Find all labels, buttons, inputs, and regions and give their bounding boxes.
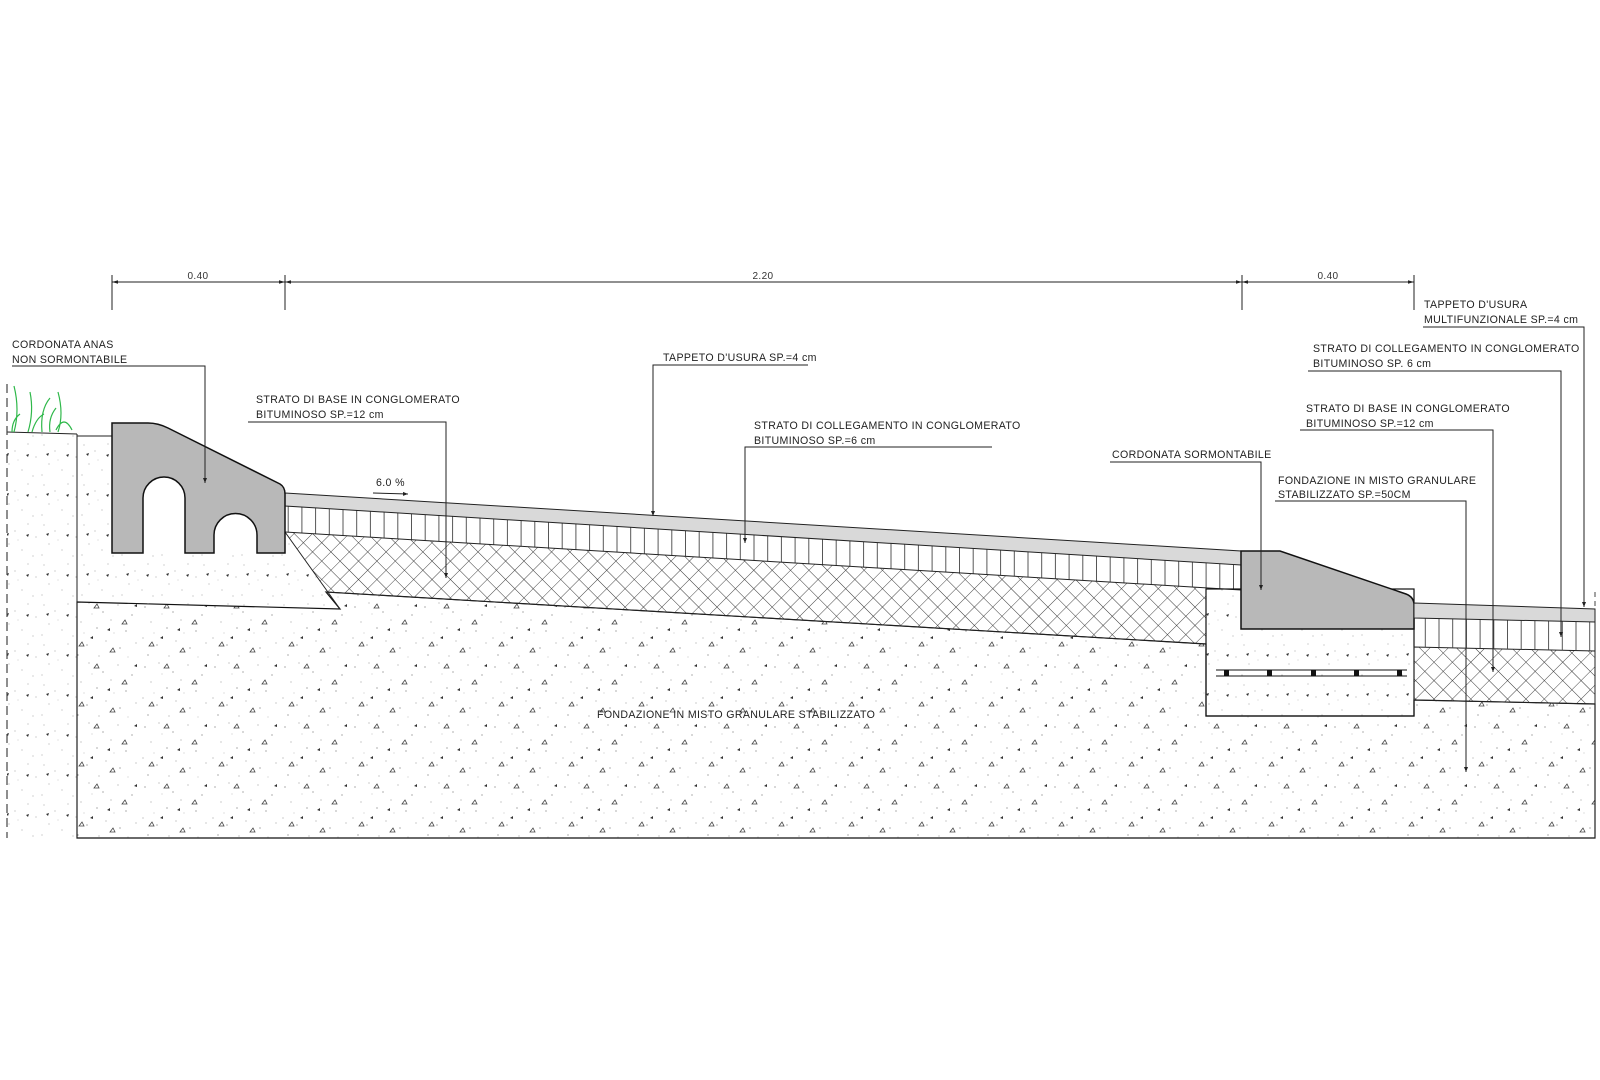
label-binder-layer: STRATO DI COLLEGAMENTO IN CONGLOMERATO bbox=[754, 420, 1021, 432]
callout-wearing-mid: TAPPETO D'USURA SP.=4 cm bbox=[651, 352, 817, 516]
curb-mountable bbox=[1240, 550, 1415, 630]
binder-layer-right bbox=[1414, 618, 1595, 651]
label-foundation-thickness: STABILIZZATO SP.=50CM bbox=[1278, 489, 1411, 501]
slope-label: 6.0 % bbox=[376, 477, 405, 489]
dimension-chain: 0.40 2.20 0.40 bbox=[111, 271, 1415, 310]
grass-icon bbox=[11, 385, 73, 433]
dimension-center: 2.20 bbox=[752, 271, 773, 282]
callout-base-right: STRATO DI BASE IN CONGLOMERATO BITUMINOS… bbox=[1300, 403, 1510, 672]
callout-foundation-right: FONDAZIONE IN MISTO GRANULARE STABILIZZA… bbox=[1275, 475, 1476, 772]
label-wearing-course: TAPPETO D'USURA SP.=4 cm bbox=[663, 352, 817, 364]
label-foundation: FONDAZIONE IN MISTO GRANULARE STABILIZZA… bbox=[597, 709, 875, 721]
label-base-right-thickness: BITUMINOSO SP.=12 cm bbox=[1306, 418, 1434, 430]
slope-arrow-icon bbox=[372, 491, 409, 496]
curb-anas-non-mountable bbox=[111, 422, 286, 554]
label-base-right: STRATO DI BASE IN CONGLOMERATO bbox=[1306, 403, 1510, 415]
label-base-layer: STRATO DI BASE IN CONGLOMERATO bbox=[256, 394, 460, 406]
binder-layer bbox=[285, 506, 1241, 590]
label-wearing-right: TAPPETO D'USURA bbox=[1424, 299, 1528, 311]
callout-curb-anas: CORDONATA ANAS NON SORMONTABILE bbox=[12, 339, 207, 483]
callout-binder-mid: STRATO DI COLLEGAMENTO IN CONGLOMERATO B… bbox=[743, 420, 1021, 543]
label-foundation-right: FONDAZIONE IN MISTO GRANULARE bbox=[1278, 475, 1476, 487]
label-non-mountable: NON SORMONTABILE bbox=[12, 354, 127, 366]
label-wearing-right-thickness: MULTIFUNZIONALE SP.=4 cm bbox=[1424, 314, 1578, 326]
base-layer-right bbox=[1413, 646, 1596, 705]
label-binder-thickness: BITUMINOSO SP.=6 cm bbox=[754, 435, 876, 447]
base-layer-bituminous bbox=[285, 532, 1206, 644]
embankment-soil bbox=[7, 432, 77, 838]
callout-base-left: STRATO DI BASE IN CONGLOMERATO BITUMINOS… bbox=[248, 394, 460, 578]
callout-curb-mountable: CORDONATA SORMONTABILE bbox=[1110, 449, 1272, 590]
rebar-mesh bbox=[1216, 669, 1407, 677]
label-base-thickness: BITUMINOSO SP.=12 cm bbox=[256, 409, 384, 421]
callout-wearing-right: TAPPETO D'USURA MULTIFUNZIONALE SP.=4 cm bbox=[1423, 299, 1586, 607]
label-curb-anas: CORDONATA ANAS bbox=[12, 339, 114, 351]
label-binder-right: STRATO DI COLLEGAMENTO IN CONGLOMERATO bbox=[1313, 343, 1580, 355]
dimension-left: 0.40 bbox=[187, 271, 208, 282]
label-curb-mountable: CORDONATA SORMONTABILE bbox=[1112, 449, 1272, 461]
callout-binder-right: STRATO DI COLLEGAMENTO IN CONGLOMERATO B… bbox=[1308, 343, 1580, 637]
curb-bedding-left bbox=[77, 436, 340, 609]
dimension-right: 0.40 bbox=[1317, 271, 1338, 282]
label-binder-right-thickness: BITUMINOSO SP. 6 cm bbox=[1313, 358, 1431, 370]
